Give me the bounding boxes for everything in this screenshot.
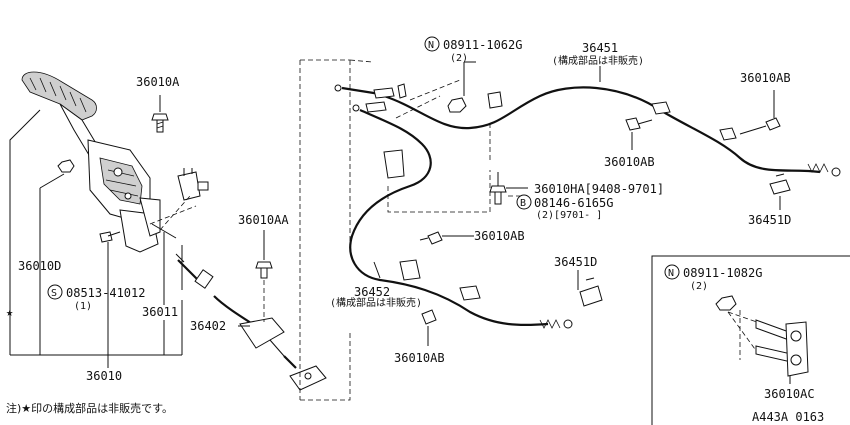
label-36451d-lower: 36451D bbox=[554, 255, 597, 269]
footnote: 注)★印の構成部品は非販売です。 bbox=[6, 401, 173, 415]
label-36010: 36010 bbox=[86, 369, 122, 383]
bolt-marker-circle bbox=[516, 194, 532, 210]
bolt-36010ab-mid-icon bbox=[625, 117, 653, 131]
bolt-part-number: 08146-6165G bbox=[534, 196, 613, 210]
bolt-36010ab-bottom-icon bbox=[421, 309, 437, 325]
nut-08911-1062g-icon bbox=[447, 97, 467, 113]
label-36451d-top: 36451D bbox=[748, 213, 791, 227]
switch-bracket bbox=[177, 168, 209, 201]
screw-s-icon bbox=[99, 231, 121, 243]
bolt-36010ab-center-icon bbox=[419, 231, 443, 245]
nut-top-marker: N bbox=[428, 40, 434, 51]
screw-part-number: 08513-41012 bbox=[66, 286, 145, 300]
label-36010ac: 36010AC bbox=[764, 387, 815, 401]
label-36452-note: (構成部品は非販売) bbox=[330, 296, 422, 309]
bolt-36010ha-icon bbox=[489, 172, 507, 205]
inset-marker-circle bbox=[664, 264, 680, 280]
bolt-36010aa-icon bbox=[255, 261, 273, 279]
label-36011: 36011 bbox=[142, 305, 178, 319]
label-36010a: 36010A bbox=[136, 75, 180, 89]
label-36451-note: (構成部品は非販売) bbox=[552, 54, 644, 67]
label-36010d: 36010D bbox=[18, 259, 61, 273]
front-cable-36402 bbox=[175, 253, 327, 391]
label-36010ab-center: 36010AB bbox=[474, 229, 525, 243]
nut-top-marker-circle bbox=[424, 36, 440, 52]
inset-quantity: (2) bbox=[690, 281, 708, 292]
rear-cable-36451 bbox=[334, 83, 841, 329]
nut-top-quantity: (2) bbox=[450, 53, 468, 64]
label-36402: 36402 bbox=[190, 319, 226, 333]
star-marker: ★ bbox=[6, 305, 13, 319]
inset-box bbox=[651, 255, 850, 425]
clip-36451d-lower-icon bbox=[579, 277, 603, 307]
screw-quantity: (1) bbox=[74, 301, 92, 312]
label-36010ab-top: 36010AB bbox=[740, 71, 791, 85]
inset-marker: N bbox=[668, 268, 674, 279]
label-36451: 36451 bbox=[582, 41, 618, 55]
bolt-36010ab-top-icon bbox=[739, 117, 781, 135]
bolt-36010a-icon bbox=[151, 113, 169, 133]
label-36452: 36452 bbox=[354, 285, 390, 299]
clip-36451d-top-icon bbox=[769, 173, 791, 195]
bolt-quantity: (2)[9701- ] bbox=[536, 210, 602, 221]
parking-brake-lever bbox=[21, 71, 177, 253]
screw-marker: S bbox=[51, 288, 57, 299]
screw-marker-circle bbox=[47, 284, 63, 300]
label-36010ab-mid: 36010AB bbox=[604, 155, 655, 169]
label-36010ab-bottom: 36010AB bbox=[394, 351, 445, 365]
inset-part-number: 08911-1082G bbox=[683, 266, 762, 280]
bolt-marker: B bbox=[520, 198, 526, 209]
label-36010aa: 36010AA bbox=[238, 213, 289, 227]
diagram-id: A443A 0163 bbox=[752, 410, 824, 424]
nut-top-part-number: 08911-1062G bbox=[443, 38, 522, 52]
label-36010ha: 36010HA[9408-9701] bbox=[534, 182, 664, 196]
nut-36010d-icon bbox=[57, 159, 75, 173]
